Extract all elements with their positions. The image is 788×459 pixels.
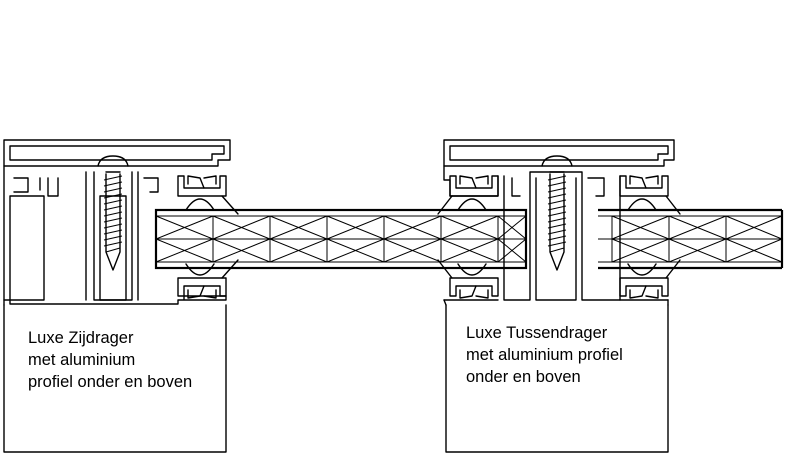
- intermediate-rafter-beam: [445, 304, 669, 453]
- panel-diagonal: [497, 215, 527, 263]
- rubber-gasket-icon: [619, 259, 681, 299]
- rubber-gasket-icon: [437, 259, 499, 299]
- screw-icon: [97, 155, 129, 271]
- caption-line: Luxe Tussendrager: [466, 324, 608, 342]
- side-rafter: [3, 139, 239, 453]
- intermediate-rafter-caption: Luxe Tussendrager met aluminium profiel …: [466, 322, 623, 388]
- rubber-gasket-icon: [177, 259, 239, 299]
- caption-line: met aluminium profiel: [466, 346, 623, 364]
- intermediate-rafter-top-cap: [443, 139, 675, 167]
- caption-line: met aluminium: [28, 351, 136, 369]
- multiwall-panel-icon: [598, 208, 784, 270]
- panel-diagonal: [724, 215, 784, 263]
- caption-line: profiel onder en boven: [28, 373, 193, 391]
- rubber-gasket-icon: [437, 175, 499, 215]
- side-rafter-caption: Luxe Zijdrager met aluminium profiel ond…: [28, 327, 192, 393]
- caption-line: Luxe Zijdrager: [28, 329, 134, 347]
- rubber-gasket-icon: [619, 175, 681, 215]
- screw-icon: [541, 155, 573, 271]
- side-rafter-body: [3, 165, 227, 305]
- intermediate-rafter: [437, 139, 681, 453]
- multiwall-panel-icon: [154, 208, 528, 270]
- side-rafter-beam: [3, 304, 227, 453]
- caption-line: onder en boven: [466, 368, 581, 386]
- side-rafter-top-cap: [3, 139, 231, 167]
- rubber-gasket-icon: [177, 175, 239, 215]
